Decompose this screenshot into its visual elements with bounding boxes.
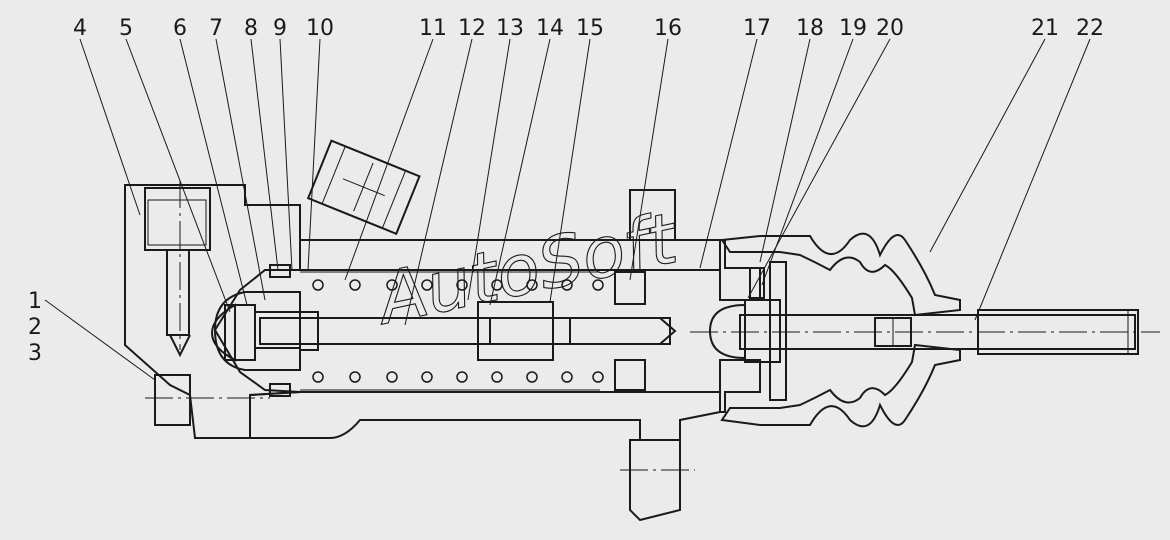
spring-coil [561,279,573,291]
callout-label-19: 19 [839,16,867,41]
spring-coil [561,371,573,383]
seals [224,264,646,397]
leader-line-4 [79,38,141,216]
leader-line-10 [307,38,321,271]
output-piston [708,261,787,401]
rubber-boot [720,232,961,428]
leader-line-16 [629,38,669,281]
leader-line-18 [759,38,811,263]
callout-label-12: 12 [458,16,486,41]
return-spring [300,271,600,391]
callout-label-20: 20 [876,16,904,41]
callout-label-2: 2 [28,315,42,340]
callout-label-15: 15 [576,16,604,41]
callout-label-11: 11 [419,16,447,41]
spring-coil [349,279,361,291]
piston-assembly [210,301,677,362]
leader-line-8 [250,38,279,271]
leader-line-17 [699,38,758,269]
callout-label-14: 14 [536,16,564,41]
spring-coil [491,279,503,291]
spring-coil [456,279,468,291]
spring-coil [526,371,538,383]
leader-line-14 [489,38,551,306]
callout-label-6: 6 [173,16,187,41]
leader-line-5 [125,38,231,313]
callout-label-7: 7 [209,16,223,41]
leader-line-20 [747,38,891,299]
spring-coil [312,371,324,383]
cylinder-housing [124,139,761,522]
spring-coil [386,279,398,291]
leader-line-22 [974,38,1091,321]
leader-line-21 [929,38,1046,253]
leader-line-12 [404,38,473,326]
spring-coils-top [312,279,604,291]
spring-coil [421,279,433,291]
spring-coil [386,371,398,383]
leader-line-13 [467,38,511,301]
callout-label-3: 3 [28,341,42,366]
callout-label-9: 9 [273,16,287,41]
callout-label-10: 10 [306,16,334,41]
callout-label-4: 4 [73,16,87,41]
callout-label-8: 8 [244,16,258,41]
callout-label-21: 21 [1031,16,1059,41]
callout-label-5: 5 [119,16,133,41]
leader-line-9 [279,38,293,271]
leader-line-15 [549,38,591,303]
spring-coil [491,371,503,383]
callout-label-22: 22 [1076,16,1104,41]
spring-coil [349,371,361,383]
callout-label-1: 1 [28,289,42,314]
spring-coil [592,279,604,291]
leader-line-7 [215,38,266,301]
callout-label-17: 17 [743,16,771,41]
spring-coils-bottom [312,371,604,383]
callout-label-13: 13 [496,16,524,41]
spring-coil [526,279,538,291]
spring-coil [312,279,324,291]
leader-line-11 [344,38,434,281]
callout-label-18: 18 [796,16,824,41]
push-rod [690,309,1160,355]
watermark: AutoSoft [367,197,686,341]
spring-coil [421,371,433,383]
callout-label-16: 16 [654,16,682,41]
spring-coil [592,371,604,383]
leader-line-6 [179,38,248,306]
spring-coil [456,371,468,383]
leader-line-1 [44,299,156,381]
